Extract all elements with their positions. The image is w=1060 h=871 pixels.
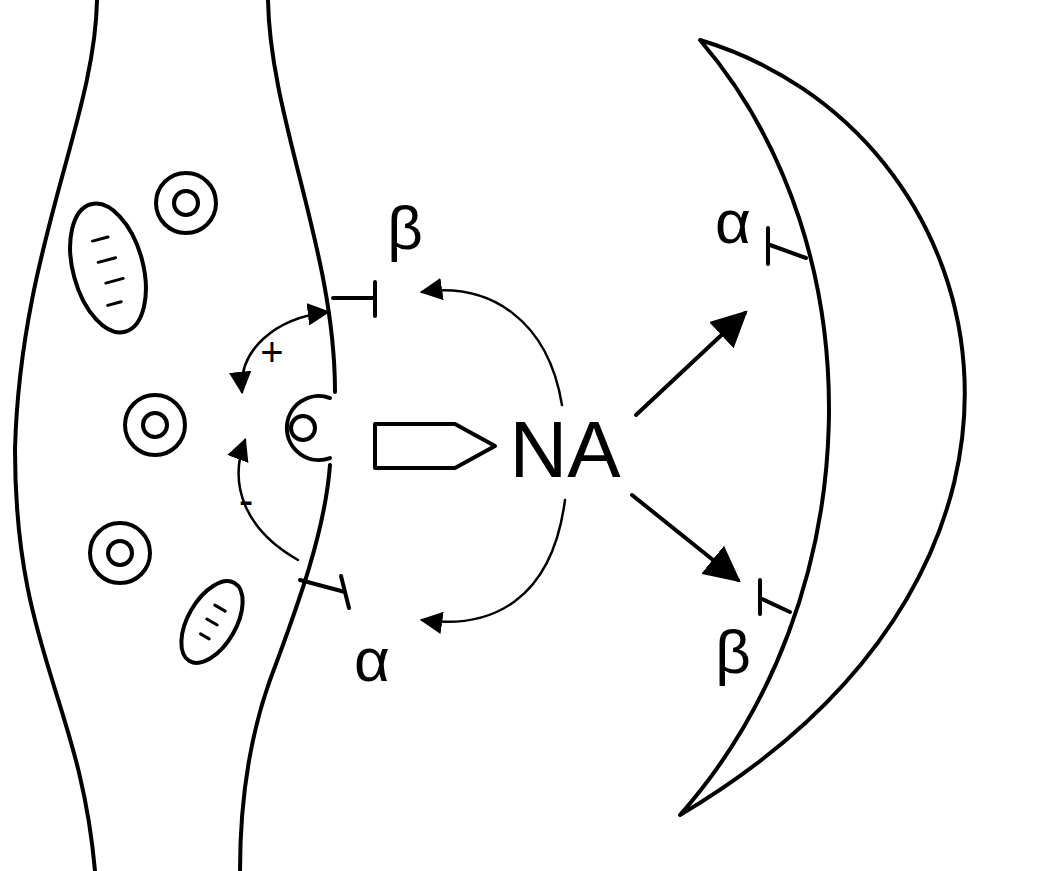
sign-label: - — [239, 478, 254, 522]
receptor-label: α — [715, 191, 751, 253]
axon-membrane — [240, 465, 330, 871]
sign-label: + — [260, 332, 283, 372]
inhibition-arrow — [239, 440, 298, 560]
alpha-receptor — [300, 576, 349, 608]
vesicle — [125, 395, 185, 455]
vesicle — [90, 523, 150, 583]
vesicle-core — [174, 191, 198, 215]
vesicle — [156, 173, 216, 233]
alpha-receptor — [768, 228, 806, 264]
vesicle-core — [291, 416, 315, 440]
action-arrow — [636, 313, 745, 415]
mitochondrion — [57, 195, 159, 341]
axon-membrane — [15, 0, 97, 871]
beta-receptor — [760, 580, 790, 614]
facilitation-arrow — [242, 312, 328, 392]
receptor-label: α — [354, 629, 390, 691]
vesicle-core — [108, 541, 132, 565]
transmitter-label: NA — [509, 410, 620, 490]
effector-cell — [680, 40, 965, 815]
vesicle-core — [143, 413, 167, 437]
exocytosis-vesicle — [287, 396, 330, 460]
receptor-label: β — [715, 621, 751, 683]
mitochondrion — [169, 571, 256, 673]
action-arrow — [632, 495, 738, 580]
feedback-arrow — [422, 290, 562, 405]
release-arrow — [375, 424, 495, 468]
receptor-label: β — [387, 197, 423, 259]
feedback-arrow — [422, 500, 565, 622]
beta-receptor — [333, 282, 375, 316]
